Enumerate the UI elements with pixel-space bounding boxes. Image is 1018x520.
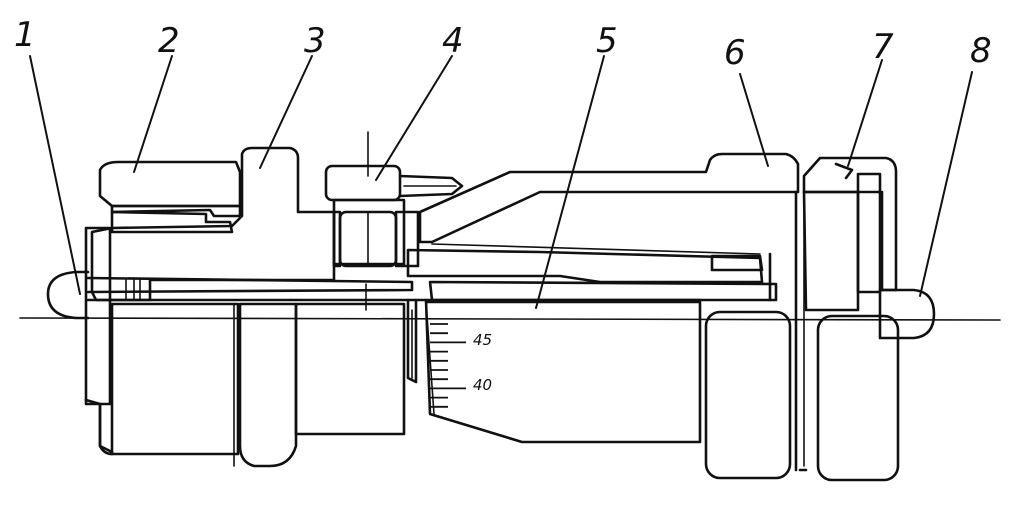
label-3: 3 bbox=[304, 21, 326, 61]
part-2-nut bbox=[98, 160, 242, 456]
part-1-left-cap bbox=[46, 226, 114, 454]
leader-lines bbox=[29, 55, 973, 309]
label-2: 2 bbox=[158, 21, 180, 61]
scale-label-45: 45 bbox=[473, 331, 492, 349]
label-6: 6 bbox=[724, 33, 746, 73]
part-4-clamp-screw bbox=[324, 131, 464, 268]
part-3-body bbox=[90, 146, 406, 468]
part-6-frame bbox=[406, 152, 800, 302]
right-knurled-thimble bbox=[704, 190, 808, 480]
axis-center-line bbox=[19, 317, 1001, 321]
thimble bbox=[424, 280, 778, 444]
label-1: 1 bbox=[14, 15, 36, 55]
scale-label-40: 40 bbox=[473, 376, 492, 394]
part-8-end-knob bbox=[878, 288, 936, 340]
label-5: 5 bbox=[596, 21, 618, 61]
label-8: 8 bbox=[970, 31, 992, 71]
part-5-spindle bbox=[86, 276, 702, 384]
label-7: 7 bbox=[872, 27, 894, 67]
label-4: 4 bbox=[442, 21, 464, 61]
part-7-ratchet bbox=[802, 156, 900, 482]
thimble-scale-ticks bbox=[430, 323, 466, 408]
